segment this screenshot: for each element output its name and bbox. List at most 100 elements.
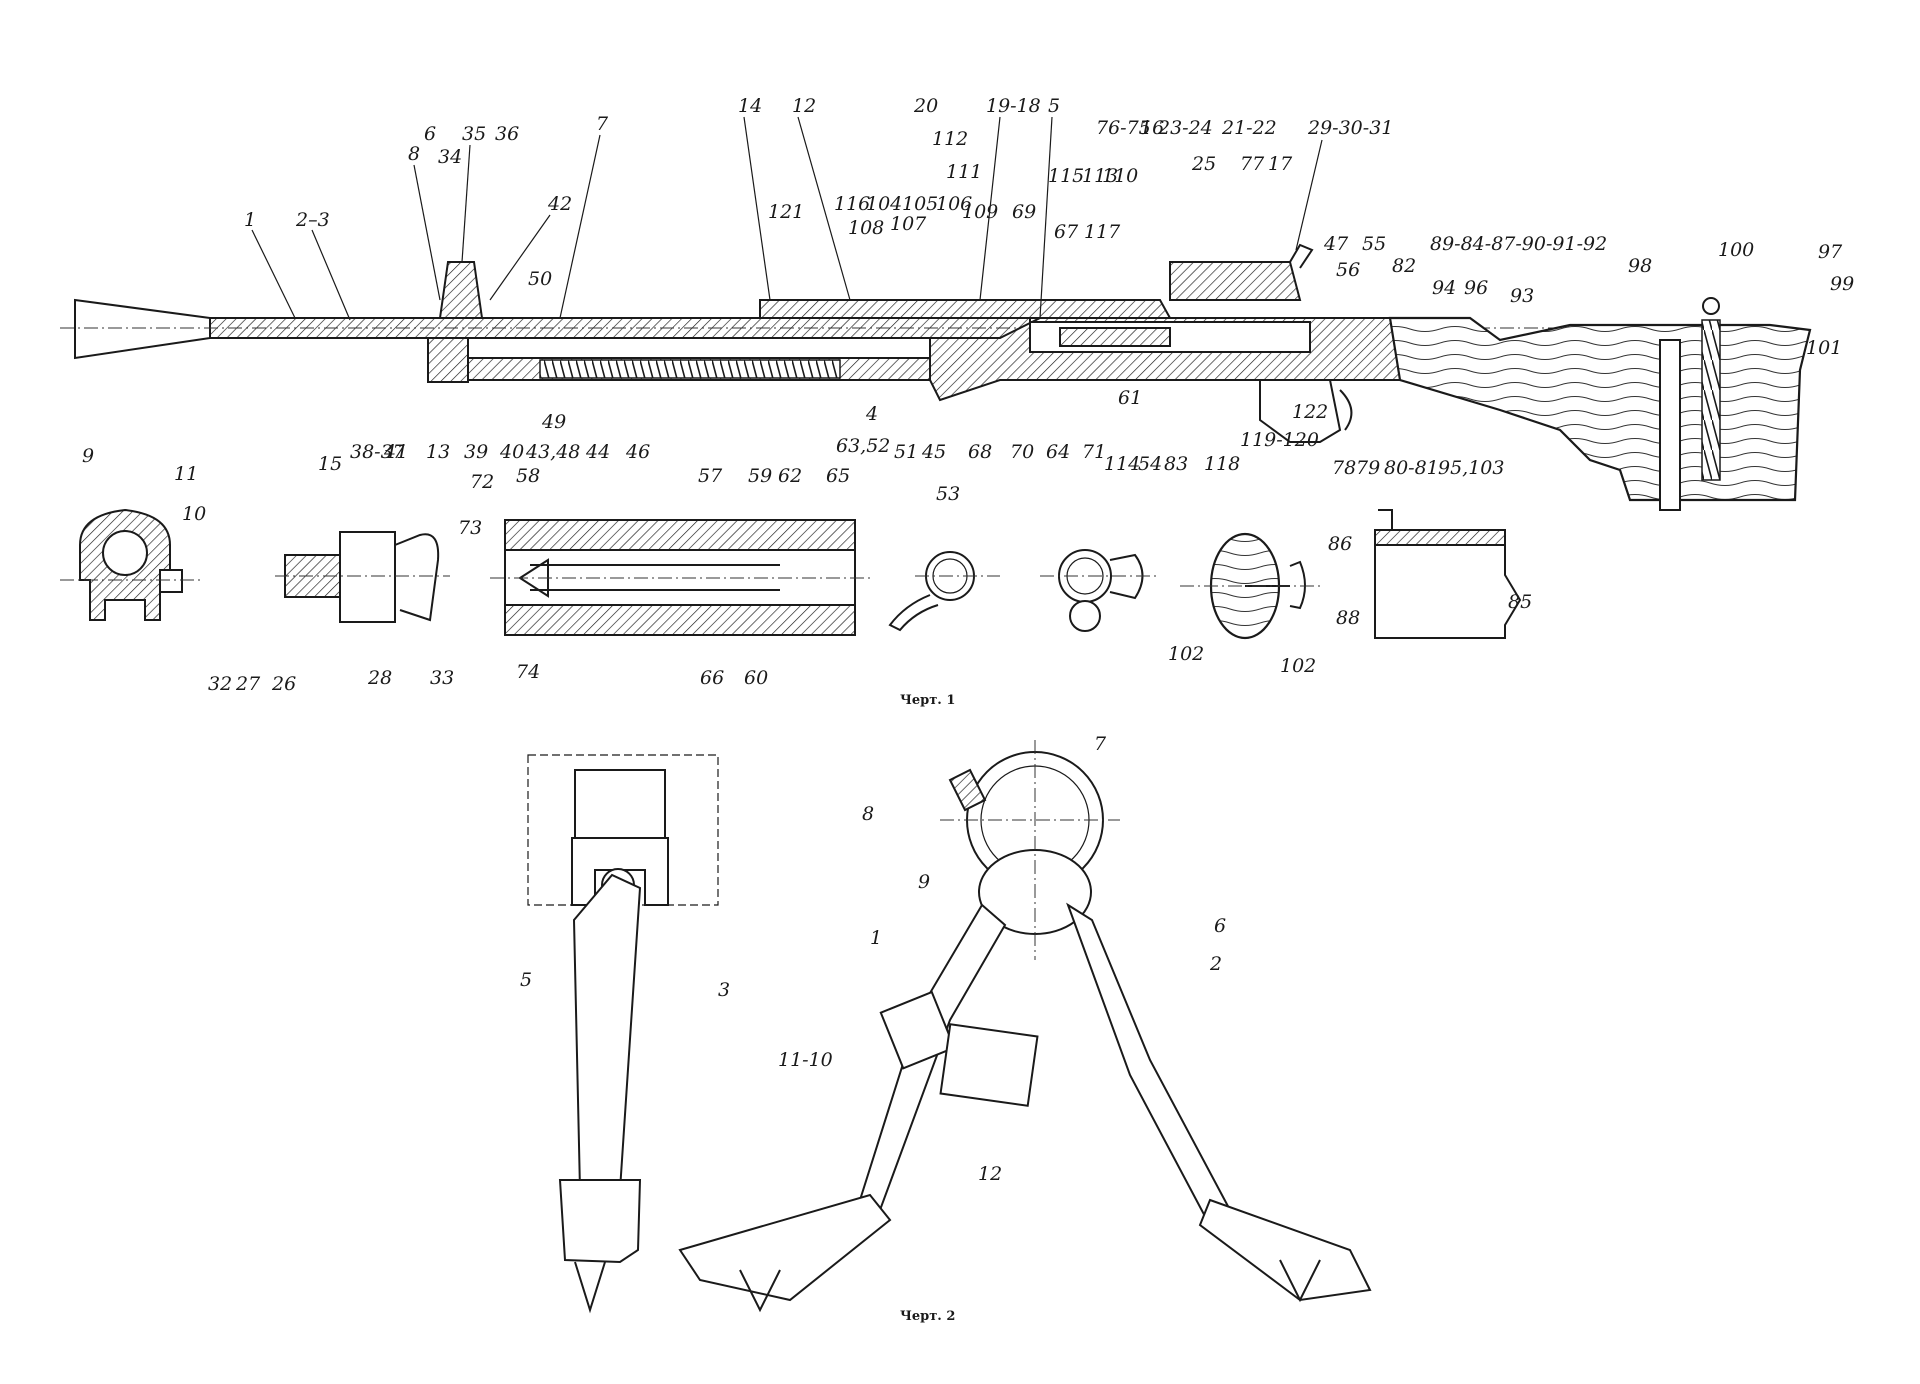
callout-71: 71 [1082,441,1106,463]
callout-78: 78 [1332,457,1356,479]
callout-70: 70 [1010,441,1034,463]
callout-82: 82 [1392,255,1416,277]
detail-sling-swivel-stock: 102 [1180,532,1320,677]
fig2-callout-1: 1 [870,927,882,949]
callout-101: 101 [1806,337,1842,359]
callout-10: 10 [182,503,206,525]
callout-27: 27 [235,673,261,695]
callout-99: 99 [1830,273,1854,295]
callout-93: 93 [1510,285,1534,307]
feed-cover [1169,261,1302,301]
callout-64: 64 [1046,441,1070,463]
callout-14: 14 [738,95,762,117]
detail-magazine-adapter: 86 88 85 [1328,509,1532,639]
callout-26: 26 [271,673,296,695]
callout-21-22: 21-22 [1221,117,1277,139]
figure-2-caption: Черт. 2 [900,1309,955,1324]
callout-40: 40 [499,441,524,463]
callout-79: 79 [1356,457,1380,479]
callout-36: 36 [495,123,519,145]
detail-front-section: 9 11 10 [60,445,206,621]
callout-7: 7 [596,113,609,135]
callout-60: 60 [744,667,768,689]
callout-5: 5 [1048,95,1060,117]
callout-6: 6 [424,123,436,145]
bolt [1059,327,1171,347]
callout-95-103: 95,103 [1438,457,1504,479]
callout-46: 46 [625,441,650,463]
handguard [759,299,1172,319]
detail-sling-swivel-front: 102 [1040,549,1204,665]
callout-121: 121 [768,201,804,223]
fig2-callout-12: 12 [978,1163,1002,1185]
callout-110: 110 [1102,165,1138,187]
callout-117: 117 [1084,221,1121,243]
callout-56: 56 [1336,259,1360,281]
callout-51: 51 [894,441,918,463]
callout-62: 62 [778,465,802,487]
callout-12: 12 [792,95,816,117]
fig2-callout-8: 8 [862,803,874,825]
callout-38-37: 38-37 [350,441,406,463]
callout-4: 4 [865,403,878,425]
callout-47: 47 [1323,233,1349,255]
callout-61: 61 [1118,387,1142,409]
callout-113: 113 [1082,165,1118,187]
figure-1-caption: Черт. 1 [900,693,955,708]
sling-swivel-ring [1702,297,1720,315]
callout-11: 11 [174,463,198,485]
callout-28: 28 [367,667,392,689]
figure-1-main-section: 122 [60,243,1812,511]
callout-108: 108 [848,217,884,239]
callout-13: 13 [426,441,450,463]
callout-19-18: 19-18 [986,95,1041,117]
callout-42: 42 [547,193,572,215]
callout-100: 100 [1718,239,1754,261]
figure-2-bipod-side: 5 3 [520,754,730,1314]
muzzle-flash-hider [74,298,211,360]
callout-29-30-31: 29-30-31 [1307,117,1393,139]
callout-17: 17 [1268,153,1293,175]
callout-73: 73 [458,517,482,539]
callout-15: 15 [318,453,342,475]
rear-sight-leaf [1289,243,1314,269]
callout-53: 53 [936,483,960,505]
callout-106: 106 [936,193,972,215]
callout-105: 105 [902,193,938,215]
fig2-callout-2: 2 [1209,953,1222,975]
callout-45: 45 [921,441,946,463]
callout-32: 32 [208,673,232,695]
callout-49: 49 [541,411,566,433]
callout-58: 58 [516,465,540,487]
callout-72: 72 [470,471,494,493]
callout-89-84-87-90-91-92: 89-84-87-90-91-92 [1430,233,1607,255]
fig2-callout-11-10: 11-10 [778,1049,833,1071]
callout-35: 35 [462,123,486,145]
callout-25: 25 [1191,153,1216,175]
callout-69: 69 [1012,201,1036,223]
fig2-callout-7: 7 [1094,733,1107,755]
callout-112: 112 [932,128,968,150]
figure-2-bipod-front: 7 8 9 1 6 2 11-10 12 [678,733,1372,1313]
callout-41: 41 [383,441,408,463]
callout-50: 50 [528,268,552,290]
callout-97: 97 [1818,241,1843,263]
detail-bolt-carrier-section: 72 58 57 59 62 65 73 74 66 60 [458,465,870,689]
gas-block [427,337,469,383]
callout-63-52: 63,52 [836,435,890,457]
callout-1: 1 [244,209,256,231]
callout-104: 104 [866,193,902,215]
callout-102-a: 102 [1168,643,1204,665]
buffer-spring-channel [1701,319,1721,481]
callout-8: 8 [408,143,420,165]
callout-67: 67 [1054,221,1079,243]
callout-94: 94 [1432,277,1456,299]
callout-116: 116 [834,193,870,215]
callout-111: 111 [946,161,982,183]
callout-96: 96 [1464,277,1488,299]
fig2-callout-6: 6 [1214,915,1226,937]
callout-2-3: 2–3 [295,209,330,231]
label-trigger: 122 [1292,401,1328,423]
callout-16: 16 [1140,117,1164,139]
